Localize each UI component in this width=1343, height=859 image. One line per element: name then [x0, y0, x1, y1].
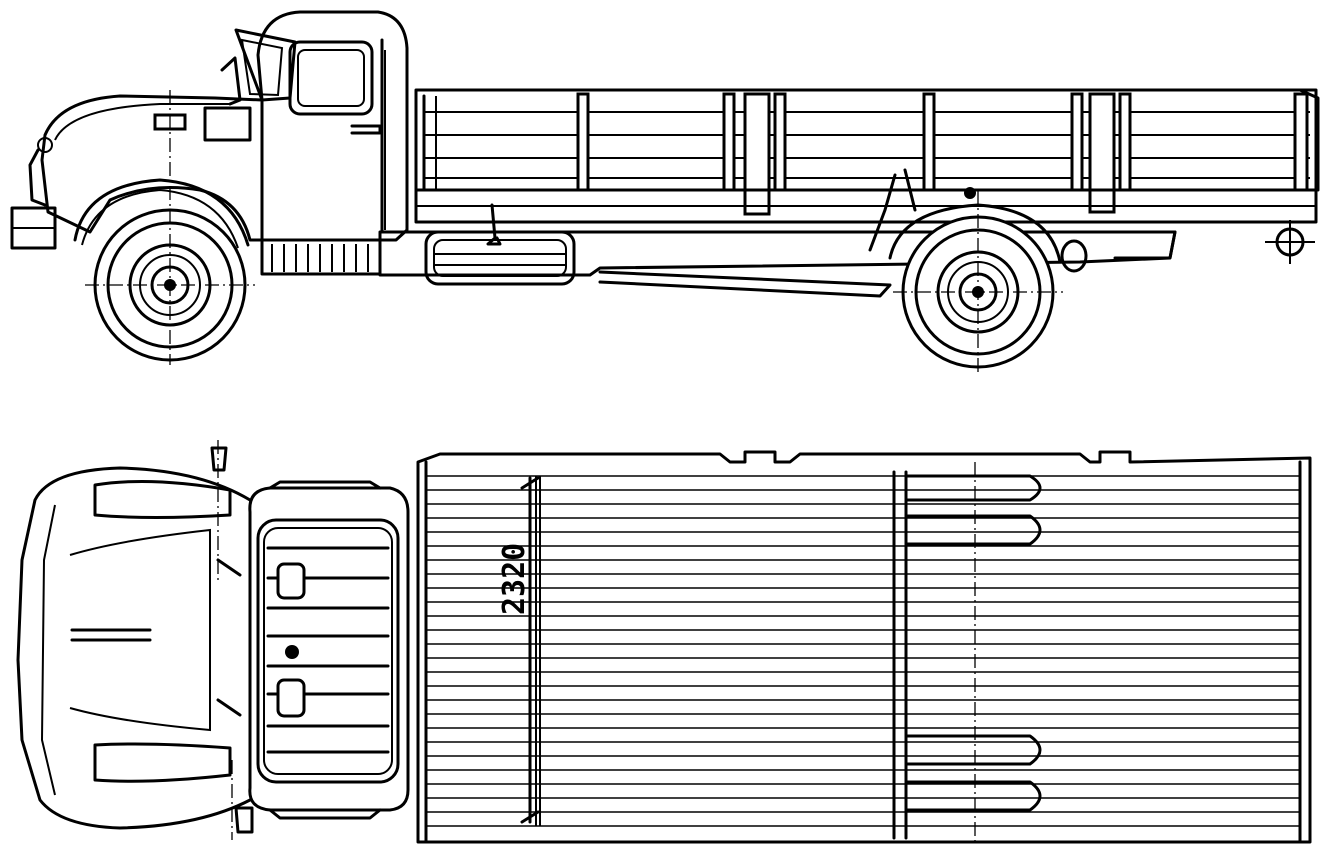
width-dimension: 2320 [497, 476, 540, 824]
side-hood [10, 94, 264, 250]
top-floor-planks [426, 475, 1300, 827]
top-hood [16, 440, 254, 840]
side-chassis [378, 168, 1315, 298]
top-view: 2320 [16, 440, 1312, 844]
side-cargo-bed [414, 88, 1320, 224]
dimension-label: 2320 [497, 543, 532, 615]
side-cab [220, 10, 409, 276]
side-front-wheel [85, 90, 255, 365]
top-cab [248, 480, 410, 820]
side-rear-wheel [888, 190, 1063, 372]
top-cargo-bed: 2320 [416, 450, 1312, 844]
side-view [10, 10, 1320, 372]
